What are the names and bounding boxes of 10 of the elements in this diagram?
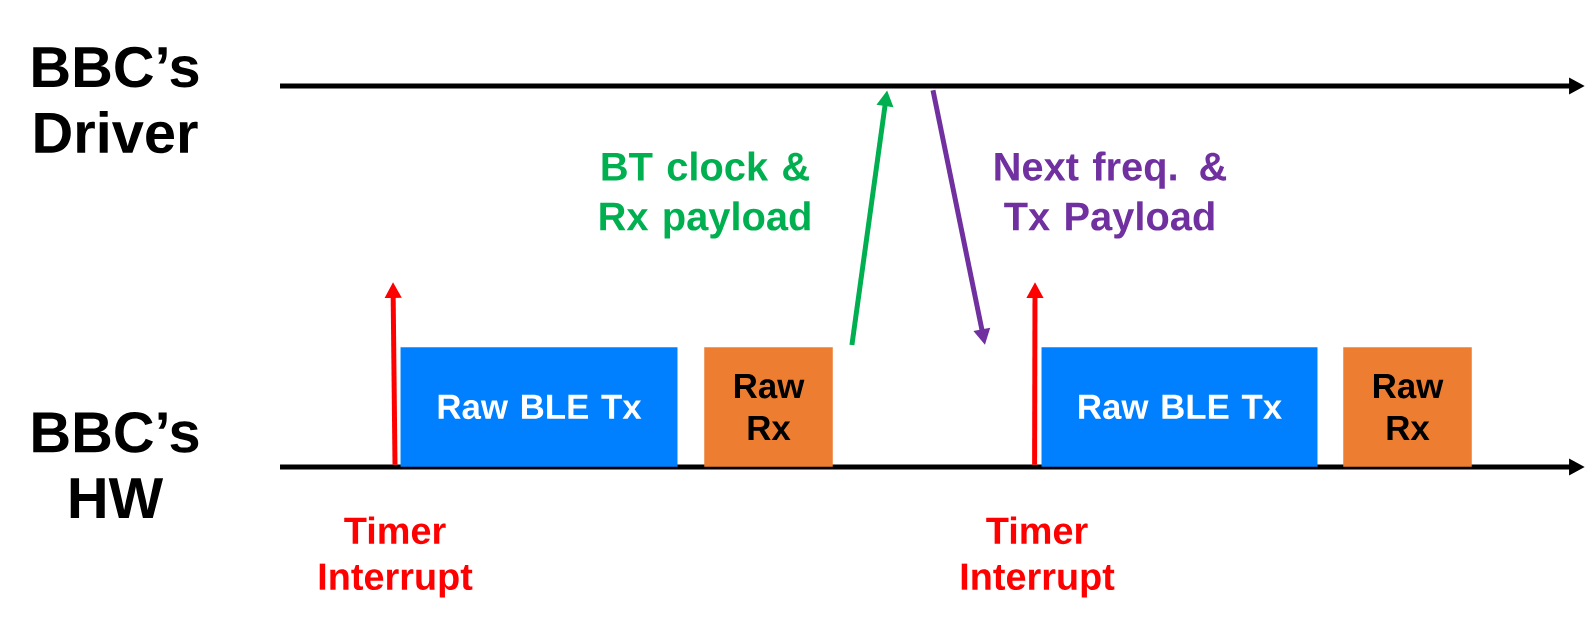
- tx-box: Raw BLE Tx: [400, 347, 678, 467]
- timeline-label: BBC’s Driver: [33, 46, 199, 154]
- timeline-label: BBC’s HW: [33, 411, 199, 519]
- rx-box: Raw Rx: [704, 347, 833, 467]
- rx-box: Raw Rx: [1343, 347, 1472, 467]
- tx-box: Raw BLE Tx: [1041, 347, 1318, 467]
- edge-label: BT clock & Rx payload: [600, 151, 810, 239]
- timer-label: Timer Interrupt: [319, 516, 473, 598]
- timer-label: Timer Interrupt: [961, 516, 1115, 598]
- edge-label: Next freq. & Tx Payload: [995, 151, 1227, 239]
